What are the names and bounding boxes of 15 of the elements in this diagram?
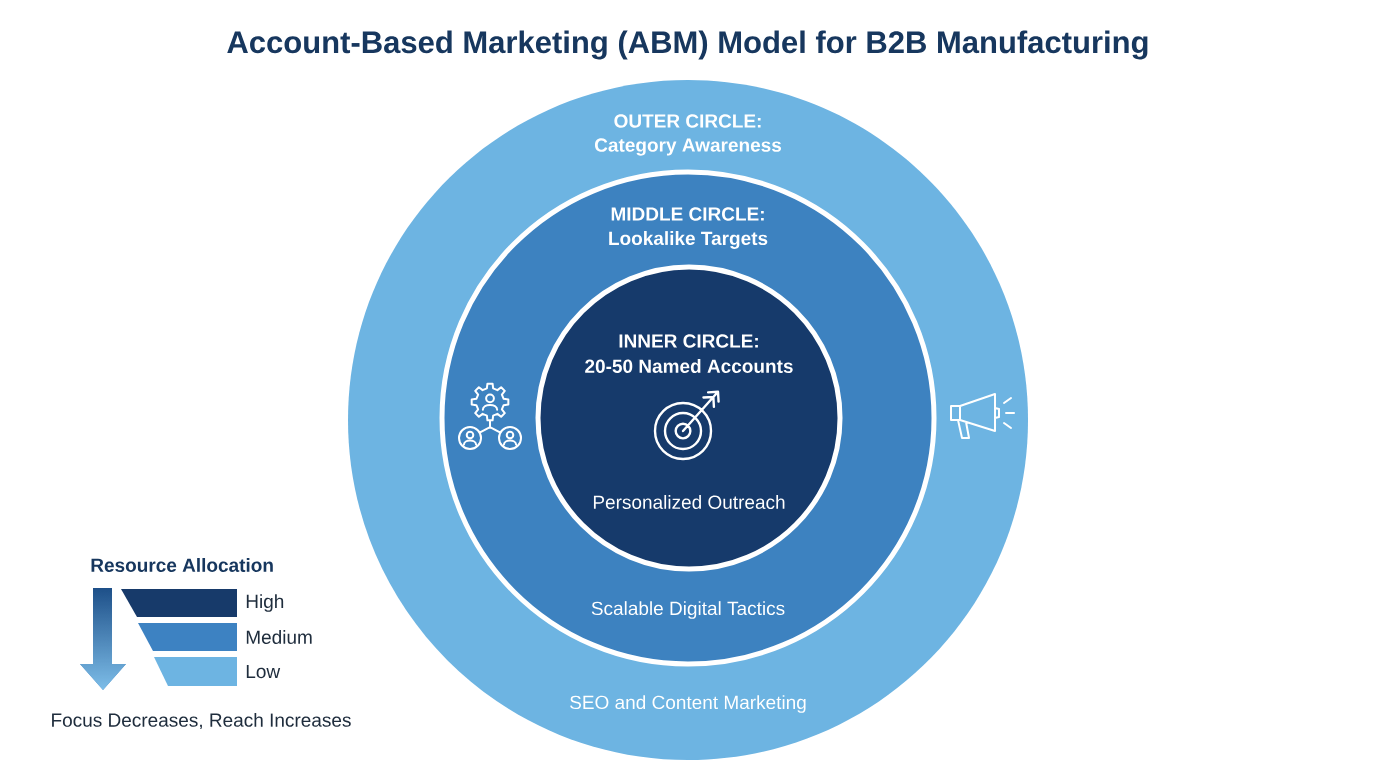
circle-heading: OUTER CIRCLE: (614, 114, 761, 128)
circle-title: Category Awareness (594, 138, 782, 156)
legend-label: Low (246, 664, 281, 679)
legend-title: Resource Allocation (91, 558, 273, 572)
legend-label: Medium (246, 630, 312, 644)
note: Focus Decreases, Reach Increases (52, 712, 351, 730)
circle-heading: MIDDLE CIRCLE: (611, 207, 764, 221)
circle-heading: INNER CIRCLE: (619, 334, 758, 348)
tactic-label: Personalized Outreach (593, 495, 785, 509)
tactic-label: SEO and Content Marketing (570, 695, 806, 713)
title: Account-Based Marketing (ABM) Model for B2B Manufacturing (227, 30, 1148, 60)
tactic-label: Scalable Digital Tactics (591, 601, 785, 619)
circle-title: Lookalike Targets (609, 231, 768, 249)
legend-label: High (246, 594, 284, 612)
circle-title: 20-50 Named Accounts (585, 359, 793, 373)
